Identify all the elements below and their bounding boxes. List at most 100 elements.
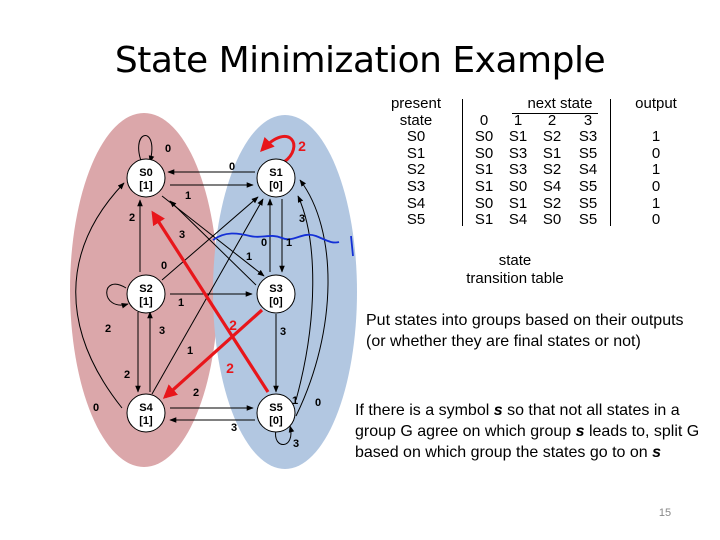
highlight-s5-s0 (151, 210, 270, 393)
state-circle (126, 393, 166, 433)
state-name-label: S2 (139, 283, 152, 295)
edge-label: 2 (129, 212, 135, 224)
edge-label: 3 (280, 326, 286, 338)
state-node-s5: S5[0] (256, 393, 296, 433)
table-cell: S0 (474, 128, 494, 146)
table-cell: S1 (542, 144, 562, 162)
table-cell: S1 (474, 211, 494, 229)
state-circle (126, 158, 166, 198)
state-name-label: S4 (139, 402, 153, 414)
table-header-output: output (635, 95, 677, 112)
table-cell: S5 (578, 211, 598, 229)
edge-label: 3 (159, 325, 165, 337)
edge-label: 1 (292, 395, 298, 407)
state-circle (256, 158, 296, 198)
table-input-label: 0 (479, 111, 489, 129)
table-cell: S3 (578, 128, 598, 146)
table-cell: S2 (406, 161, 426, 179)
slide-title: State Minimization Example (114, 40, 606, 81)
table-cell: S4 (542, 177, 562, 195)
table-cell: S5 (578, 177, 598, 195)
table-cell: S4 (578, 161, 598, 179)
pen-annotation-tick (350, 235, 354, 257)
state-node-s2: S2[1] (126, 274, 166, 314)
table-cell: S2 (542, 194, 562, 212)
symbol-s: s (575, 423, 585, 440)
edge-label: 0 (165, 143, 171, 155)
table-cell: S3 (508, 161, 528, 179)
table-header-next-state: next state (527, 95, 593, 112)
state-node-s3: S3[0] (256, 274, 296, 314)
table-caption: state transition table (440, 252, 590, 288)
state-circle (126, 274, 166, 314)
table-cell: S2 (542, 161, 562, 179)
table-next-state-underline (512, 113, 598, 114)
edge-label: 0 (229, 161, 235, 173)
table-cell: S4 (508, 211, 528, 229)
table-cell: S2 (542, 128, 562, 146)
state-transition-table: present state S0 S1 S2 S3 S4 S5 next sta… (380, 95, 698, 230)
table-input-label: 2 (547, 111, 557, 129)
paragraph-text: If there is a symbol (355, 402, 494, 419)
table-cell: S0 (474, 194, 494, 212)
table-cell: S1 (474, 161, 494, 179)
pen-annotation-squiggle (212, 232, 340, 244)
table-cell: S1 (508, 194, 528, 212)
table-cell: S4 (406, 194, 426, 212)
grouping-rule-paragraph: Put states into groups based on their ou… (366, 312, 684, 350)
table-cell: 1 (651, 128, 661, 146)
page-number: 15 (658, 507, 672, 519)
table-cell: S0 (406, 128, 426, 146)
table-input-2-column: 2 S2 S1 S2 S4 S2 S0 (540, 96, 564, 229)
state-node-s0: S0[1] (126, 158, 166, 198)
state-circle (256, 274, 296, 314)
table-input-3-column: 3 S3 S5 S4 S5 S5 S5 (576, 96, 600, 229)
edge-label: 1 (246, 251, 252, 263)
transition-s2-s1 (161, 196, 259, 281)
table-divider-right (610, 99, 611, 226)
table-cell: S3 (508, 144, 528, 162)
edge-label: 3 (231, 422, 237, 434)
highlight-edge-label: 2 (226, 360, 234, 376)
table-cell: S1 (508, 128, 528, 146)
state-name-label: S0 (139, 167, 152, 179)
paragraph-text: leads to, split G based on which group t… (355, 423, 700, 461)
edge-label: 1 (178, 297, 184, 309)
state-output-label: [0] (269, 296, 283, 308)
highlight-s3-s4 (162, 308, 264, 399)
edge-label: 2 (193, 387, 199, 399)
table-cell: S0 (542, 211, 562, 229)
transition-s2-self-loop (106, 283, 129, 309)
transition-s5-s1-inner (295, 195, 314, 401)
table-cell: 1 (651, 194, 661, 212)
table-cell: 0 (651, 177, 661, 195)
edge-label: 0 (315, 397, 321, 409)
table-cell: 0 (651, 211, 661, 229)
splitting-rule-paragraph: If there is a symbol s so that not all s… (355, 400, 711, 463)
symbol-s: s (493, 402, 503, 419)
state-circle (256, 393, 296, 433)
table-header-present: present (390, 95, 442, 112)
state-output-label: [1] (139, 180, 153, 192)
state-name-label: S3 (269, 283, 282, 295)
table-cell: S1 (474, 177, 494, 195)
state-name-label: S1 (269, 167, 282, 179)
table-cell: S1 (406, 144, 426, 162)
table-input-0-column: 0 S0 S0 S1 S1 S0 S1 (472, 96, 496, 229)
paragraph-text: so that not all states in a group G agre… (355, 402, 680, 440)
edge-label: 1 (185, 190, 191, 202)
table-input-label: 3 (583, 111, 593, 129)
state-name-label: S5 (269, 402, 282, 414)
edge-label: 0 (161, 260, 167, 272)
symbol-s: s (652, 444, 661, 461)
transition-s5-self-loop (275, 425, 295, 445)
edge-label: 3 (179, 229, 185, 241)
table-caption-line-1: state (498, 252, 532, 269)
edge-label: 1 (187, 345, 193, 357)
edge-label: 2 (124, 369, 130, 381)
table-cell: S5 (406, 211, 426, 229)
state-node-s4: S4[1] (126, 393, 166, 433)
table-cell: S0 (474, 144, 494, 162)
table-cell: 0 (651, 144, 661, 162)
